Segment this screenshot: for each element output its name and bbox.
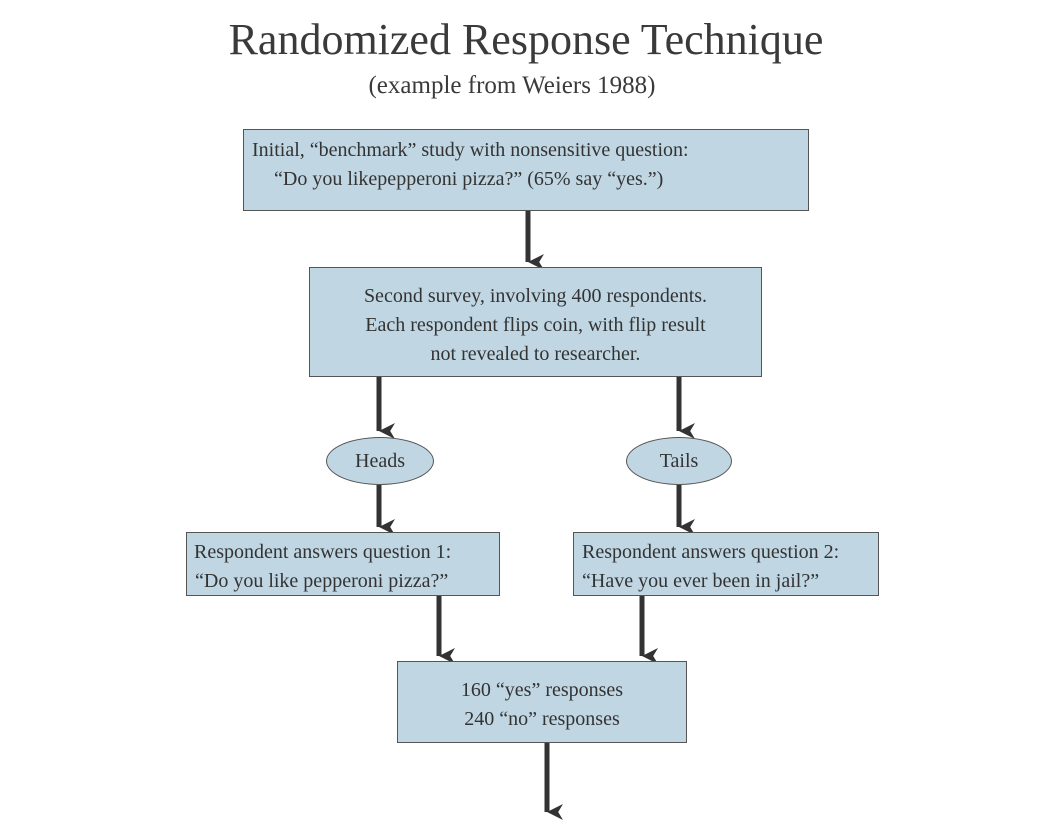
benchmark-study-box: Initial, “benchmark” study with nonsensi…	[243, 129, 809, 211]
survey-line-3: not revealed to researcher.	[430, 343, 641, 365]
question-2-box: Respondent answers question 2: “Have you…	[573, 532, 879, 596]
results-line-1: 160 “yes” responses	[460, 679, 624, 701]
diagram-title: Randomized Response Technique	[228, 15, 824, 64]
survey-line-1: Second survey, involving 400 respondents…	[363, 285, 708, 307]
question-1-line-2: “Do you like pepperoni pizza?”	[195, 570, 449, 592]
benchmark-line-2: “Do you likepepperoni pizza?” (65% say “…	[274, 168, 664, 190]
results-box: 160 “yes” responses 240 “no” responses	[397, 661, 687, 743]
question-1-line-1: Respondent answers question 1:	[194, 541, 452, 563]
survey-line-2: Each respondent flips coin, with flip re…	[365, 314, 706, 336]
question-2-line-1: Respondent answers question 2:	[582, 541, 840, 563]
tails-node: Tails	[626, 437, 732, 485]
heads-node: Heads	[326, 437, 434, 485]
question-2-line-2: “Have you ever been in jail?”	[582, 570, 820, 592]
diagram-subtitle: (example from Weiers 1988)	[368, 72, 656, 99]
benchmark-line-1: Initial, “benchmark” study with nonsensi…	[252, 139, 689, 161]
second-survey-box: Second survey, involving 400 respondents…	[309, 267, 762, 377]
results-line-2: 240 “no” responses	[464, 708, 620, 730]
question-1-box: Respondent answers question 1: “Do you l…	[186, 532, 500, 596]
